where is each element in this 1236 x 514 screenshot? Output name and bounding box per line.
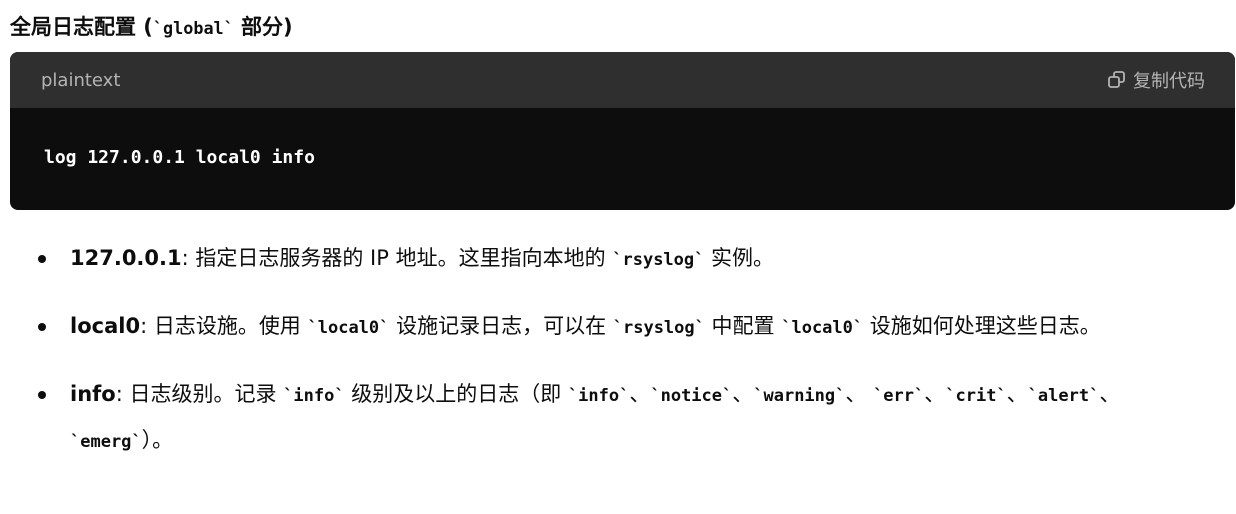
description-text: ）。 <box>141 428 174 452</box>
description-text: : 日志级别。记录 <box>115 382 284 406</box>
term-label: 127.0.0.1 <box>70 246 182 270</box>
copy-code-button[interactable]: 复制代码 <box>1107 67 1205 93</box>
heading-inline-code: `global` <box>152 18 234 38</box>
inline-code: `rsyslog` <box>612 250 705 270</box>
inline-code: `rsyslog` <box>612 318 705 338</box>
description-text: 中配置 <box>704 314 782 338</box>
inline-code: `info` <box>567 386 630 406</box>
description-text: 、 <box>732 382 754 406</box>
term-label: info <box>70 382 116 406</box>
inline-code: `warning` <box>753 386 846 406</box>
inline-code: `info` <box>283 386 345 406</box>
description-text: 、 <box>845 382 874 406</box>
inline-code: `local0` <box>781 318 864 338</box>
code-block: plaintext 复制代码 log 127.0.0.1 local0 info <box>10 52 1235 210</box>
inline-code: `alert` <box>1027 386 1100 406</box>
list-item: local0: 日志设施。使用 `local0` 设施记录日志，可以在 `rsy… <box>38 304 1220 350</box>
term-label: local0 <box>70 314 141 338</box>
inline-code: `emerg` <box>70 432 142 452</box>
copy-code-label: 复制代码 <box>1133 71 1205 92</box>
copy-icon <box>1108 71 1125 88</box>
description-text: : 指定日志服务器的 IP 地址。这里指向本地的 <box>181 246 613 270</box>
description-text: 、 <box>1006 382 1028 406</box>
inline-code: `crit` <box>945 386 1007 406</box>
description-text: 设施记录日志，可以在 <box>389 314 613 338</box>
list-item: 127.0.0.1: 指定日志服务器的 IP 地址。这里指向本地的 `rsysl… <box>38 236 1220 282</box>
description-text: 、 <box>629 382 651 406</box>
description-text: 设施如何处理这些日志。 <box>863 314 1101 338</box>
section-heading: 全局日志配置 (`global` 部分) <box>10 12 293 43</box>
code-language-label: plaintext <box>41 69 121 91</box>
inline-code: `local0` <box>307 318 390 338</box>
list-item: info: 日志级别。记录 `info` 级别及以上的日志（即 `info`、`… <box>38 372 1220 464</box>
heading-text: 全局日志配置 ( <box>10 15 153 39</box>
code-block-header: plaintext 复制代码 <box>10 52 1235 108</box>
inline-code: `err` <box>873 386 925 406</box>
inline-code: `notice` <box>650 386 733 406</box>
description-text: 级别及以上的日志（即 <box>344 382 568 406</box>
description-text: : 日志设施。使用 <box>140 314 308 338</box>
explanation-list: 127.0.0.1: 指定日志服务器的 IP 地址。这里指向本地的 `rsysl… <box>0 236 1220 486</box>
description-text: 、 <box>924 382 946 406</box>
description-text: 实例。 <box>704 246 775 270</box>
heading-text-suffix: 部分) <box>233 15 293 39</box>
code-content: log 127.0.0.1 local0 info <box>44 147 315 168</box>
description-text: 、 <box>1099 382 1121 406</box>
